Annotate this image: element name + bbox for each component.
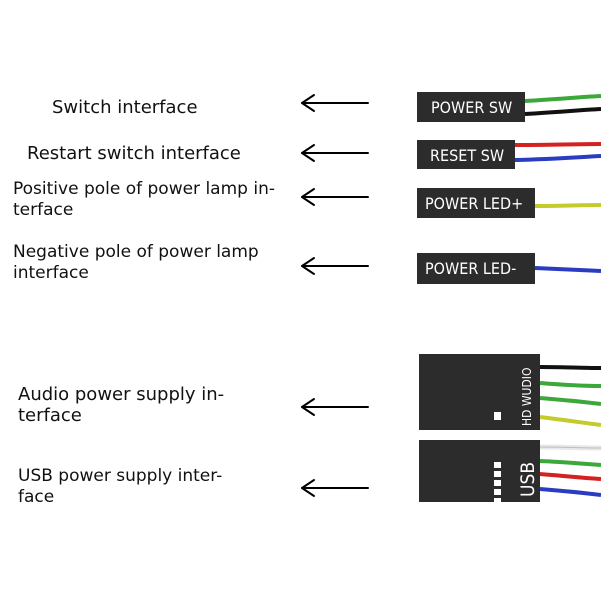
- audio-power-supply-line-1: Audio power supply in-: [18, 384, 225, 405]
- reset-sw-connector: [417, 140, 515, 169]
- usb-power-supply-label: USB power supply inter- face: [18, 466, 222, 508]
- power-sw-black-wire: [524, 107, 601, 116]
- usb-blue-wire: [539, 487, 601, 497]
- usb-red-wire: [539, 472, 601, 481]
- reset-sw-connector-label: RESET SW: [430, 146, 504, 165]
- audio-power-supply-label: Audio power supply in- terface: [18, 384, 224, 426]
- hd-audio-yellow-wire: [539, 415, 601, 427]
- power-lamp-negative-line-1: Negative pole of power lamp: [13, 242, 259, 262]
- audio-power-supply-line-2: terface: [18, 405, 82, 426]
- power-sw-connector: [417, 92, 525, 122]
- hd-audio-connector-label: HD WUDIO: [520, 368, 534, 426]
- switch-interface-label: Switch interface: [52, 97, 198, 118]
- power-led-neg-connector-label: POWER LED-: [425, 259, 516, 278]
- arrow-left-icon: [301, 188, 369, 206]
- arrow-left-icon: [301, 398, 369, 416]
- usb-power-supply-line-1: USB power supply inter-: [18, 466, 223, 486]
- power-lamp-positive-label: Positive pole of power lamp in- terface: [13, 179, 275, 221]
- power-led-neg-connector: [417, 253, 535, 284]
- power-lamp-positive-line-1: Positive pole of power lamp in-: [13, 179, 275, 199]
- restart-switch-interface-label: Restart switch interface: [27, 143, 241, 164]
- hd-audio-green-wire-1: [539, 381, 601, 388]
- usb-connector: [419, 440, 540, 502]
- arrow-left-icon: [301, 94, 369, 112]
- hd-audio-green-wire-2: [539, 396, 601, 406]
- hd-audio-connector: [419, 354, 540, 430]
- usb-connector-label: USB: [517, 462, 539, 497]
- arrow-left-icon: [301, 144, 369, 162]
- hd-audio-pin-marker: [494, 412, 501, 420]
- usb-white-wire-edge: [539, 446, 601, 449]
- power-led-pos-connector-label: POWER LED+: [425, 194, 523, 213]
- hd-audio-black-wire: [539, 365, 601, 370]
- power-led-pos-connector: [417, 188, 535, 218]
- usb-pin-markers: [494, 462, 501, 502]
- power-sw-green-wire: [524, 94, 601, 103]
- reset-sw-red-wire: [514, 142, 601, 147]
- arrow-left-icon: [301, 257, 369, 275]
- usb-power-supply-line-2: face: [18, 487, 55, 507]
- power-lamp-negative-label: Negative pole of power lamp interface: [13, 242, 259, 284]
- power-led-neg-blue-wire: [534, 266, 601, 273]
- reset-sw-blue-wire: [514, 154, 601, 162]
- power-lamp-positive-line-2: terface: [13, 200, 74, 220]
- power-led-pos-yellow-wire: [534, 203, 601, 208]
- power-lamp-negative-line-2: interface: [13, 263, 89, 283]
- arrow-left-icon: [301, 479, 369, 497]
- power-sw-connector-label: POWER SW: [431, 98, 512, 117]
- usb-green-wire: [539, 459, 601, 467]
